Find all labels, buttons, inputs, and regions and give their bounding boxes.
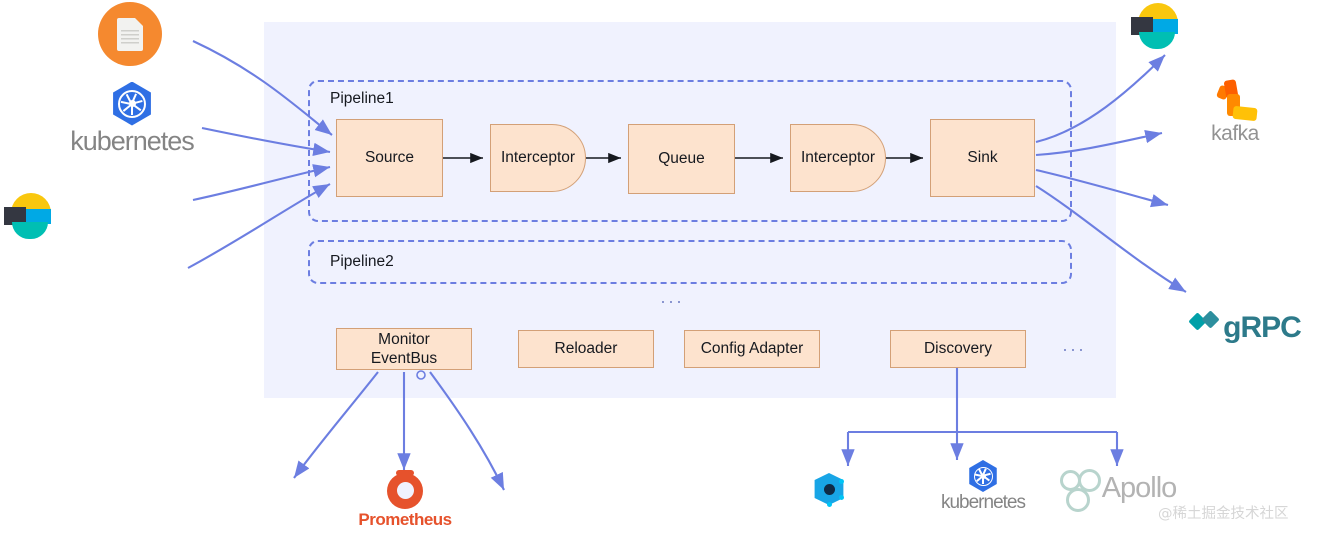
pipeline1-label: Pipeline1	[330, 90, 394, 107]
node-interceptor-post-label: Interceptor	[800, 149, 876, 167]
node-interceptor-pre-label: Interceptor	[500, 149, 576, 167]
kafka-icon: kafka	[1160, 75, 1310, 151]
prometheus-caption: Prometheus	[358, 509, 452, 529]
node-discovery-label: Discovery	[923, 340, 993, 358]
node-reloader[interactable]: Reloader	[518, 330, 654, 368]
elastic-icon	[1127, 0, 1183, 52]
kafka-caption: kafka	[1211, 122, 1259, 145]
node-monitor-label-line2: EventBus	[370, 350, 438, 367]
node-discovery[interactable]: Discovery	[890, 330, 1026, 368]
kubernetes-icon: kubernetes	[928, 458, 1038, 516]
pipeline2-container: Pipeline2	[308, 240, 1072, 284]
node-source[interactable]: Source	[336, 119, 443, 197]
prometheus-icon: Prometheus	[358, 469, 452, 532]
log-file-icon	[96, 0, 164, 68]
grpc-caption: gRPC	[1223, 311, 1302, 344]
pipeline2-label: Pipeline2	[330, 253, 394, 270]
consul-icon	[800, 466, 860, 514]
grpc-icon: gRPC	[1186, 302, 1306, 354]
node-sink-label: Sink	[967, 149, 998, 167]
node-source-label: Source	[364, 149, 415, 167]
kubernetes-caption: kubernetes	[70, 125, 195, 156]
apollo-caption: Apollo	[1101, 471, 1178, 504]
watermark: @稀土掘金技术社区	[1158, 506, 1289, 522]
services-ellipsis: ···	[1062, 339, 1086, 359]
kubernetes-caption: kubernetes	[940, 492, 1026, 513]
node-config-adapter[interactable]: Config Adapter	[684, 330, 820, 368]
node-interceptor-post[interactable]: Interceptor	[790, 124, 886, 192]
node-monitor-eventbus[interactable]: Monitor EventBus	[336, 328, 472, 370]
node-config-adapter-label: Config Adapter	[700, 340, 804, 358]
kubernetes-icon: kubernetes	[48, 80, 216, 158]
apollo-icon: Apollo	[1048, 462, 1188, 514]
node-sink[interactable]: Sink	[930, 119, 1035, 197]
elastic-icon	[0, 190, 56, 242]
node-queue-label: Queue	[658, 150, 705, 168]
node-reloader-label: Reloader	[554, 340, 618, 358]
pipelines-ellipsis: ···	[660, 291, 684, 311]
node-interceptor-pre[interactable]: Interceptor	[490, 124, 586, 192]
node-queue[interactable]: Queue	[628, 124, 735, 194]
node-monitor-label-line1: Monitor	[378, 330, 430, 348]
